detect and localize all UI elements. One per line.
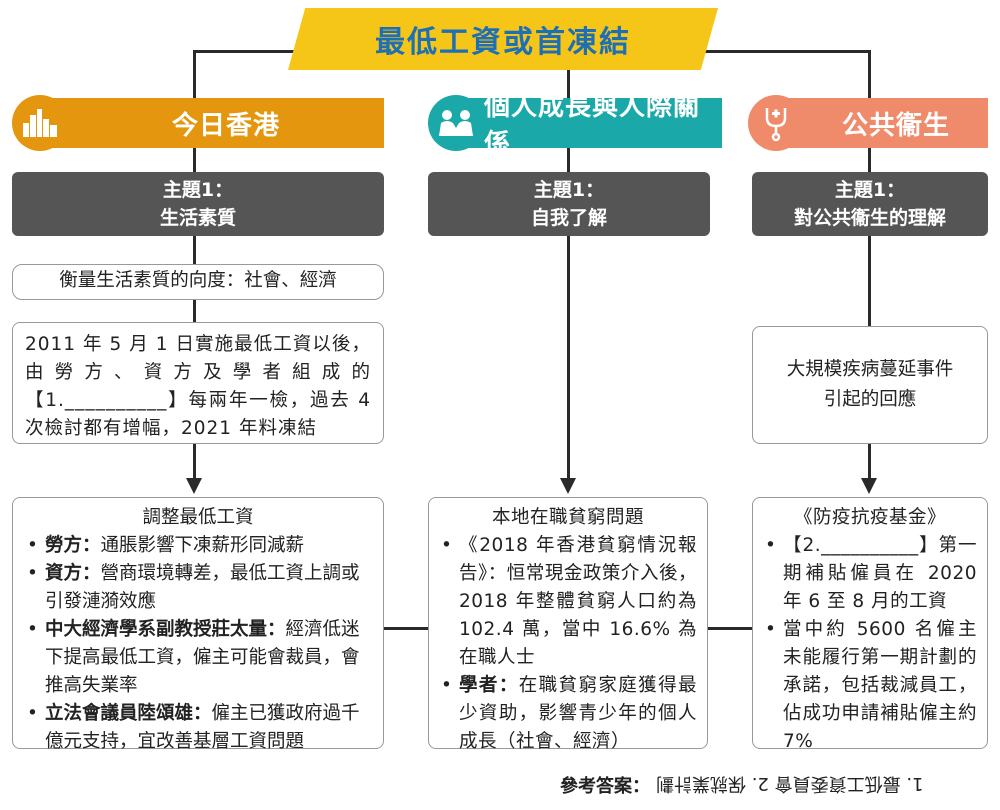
anti-epidemic-fund-box: 《防疫抗疫基金》 【2.__________】第一期補貼僱員在 2020 年 6…: [752, 497, 988, 752]
two-people-icon: [439, 110, 473, 136]
theme-box-public-health-understanding: 主題1： 對公共衞生的理解: [752, 172, 988, 236]
answer-label: 參考答案：: [560, 776, 650, 797]
working-poverty-box: 本地在職貧窮問題 《2018 年香港貧窮情況報告》：恒常現金政策介入後，2018…: [428, 497, 708, 752]
category-label: 公共衞生: [782, 98, 988, 148]
arrow-col2: [560, 478, 576, 494]
bullet-list: 勞方：通脹影響下凍薪形同減薪 資方：營商環境轉差，最低工資上調或引發漣漪效應 中…: [25, 532, 371, 756]
category-label: 今日香港: [46, 98, 384, 148]
connector-col3-b: [868, 236, 871, 326]
category-icon-circle: [12, 95, 68, 151]
adjust-minimum-wage-box: 調整最低工資 勞方：通脹影響下凍薪形同減薪 資方：營商環境轉差，最低工資上調或引…: [12, 497, 384, 752]
category-label: 個人成長與人際關係: [462, 92, 722, 159]
category-public-health: 公共衞生: [748, 95, 988, 151]
connector-col2-b: [567, 236, 570, 480]
bullet-label: 勞方：: [45, 535, 101, 556]
list-item: 中大經濟學系副教授莊太量：經濟低迷下提高最低工資，僱主可能會裁員，會推高失業率: [25, 616, 371, 700]
box-title: 本地在職貧窮問題: [491, 507, 644, 528]
bullet-label: 資方：: [45, 563, 101, 584]
connector-col1-d: [193, 444, 196, 480]
theme-line2: 對公共衞生的理解: [793, 207, 946, 229]
theme-line1: 主題1：: [533, 179, 605, 201]
theme-box-quality-of-life: 主題1： 生活素質: [12, 172, 384, 236]
connector-col1-a: [193, 148, 196, 174]
connector-col1-c: [193, 298, 196, 324]
page-title: 最低工資或首凍結: [288, 8, 718, 70]
connector-top-left-h: [193, 50, 303, 53]
category-hong-kong-today: 今日香港: [12, 95, 384, 151]
connector-top-mid-v: [567, 68, 570, 100]
theme-line1: 主題1：: [834, 179, 906, 201]
bullet-label: 立法會議員陸頌雄：: [45, 703, 212, 724]
connector-bottom-right: [706, 627, 754, 630]
bullet-list: 【2.__________】第一期補貼僱員在 2020 年 6 至 8 月的工資…: [763, 532, 977, 756]
category-icon-circle: [748, 95, 804, 151]
list-item: 《2018 年香港貧窮情況報告》：恒常現金政策介入後，2018 年整體貧窮人口約…: [439, 532, 697, 672]
bullet-text: 在職貧窮家庭獲得最少資助，影響青少年的個人成長（社會、經濟）: [459, 675, 697, 752]
box-title: 《防疫抗疫基金》: [793, 507, 946, 528]
bullet-text: 當中約 5600 名僱主未能履行第一期計劃的承諾，包括裁減員工，佔成功申請補貼僱…: [783, 619, 977, 752]
connector-col3-c: [868, 444, 871, 480]
theme-line1: 主題1：: [162, 179, 234, 201]
category-personal-growth: 個人成長與人際關係: [428, 92, 722, 159]
bullet-text: 通脹影響下凍薪形同減薪: [100, 535, 305, 556]
intro-line1: 大規模疾病蔓延事件: [786, 359, 954, 380]
city-skyline-icon: [23, 109, 57, 137]
box-title: 調整最低工資: [142, 507, 254, 528]
answer-flipped-text: 1. 最低工資委員會 2. 保就業計劃: [655, 773, 924, 794]
arrow-col3: [861, 478, 877, 494]
category-icon-circle: [428, 95, 484, 151]
intro-line2: 引起的回應: [823, 389, 917, 410]
bullet-text: 營商環境轉差，最低工資上調或引發漣漪效應: [45, 563, 360, 612]
arrow-col1: [186, 478, 202, 494]
connector-top-right-h: [705, 50, 871, 53]
dimension-box: 衡量生活素質的向度：社會、經濟: [12, 264, 384, 300]
list-item: 學者：在職貧窮家庭獲得最少資助，影響青少年的個人成長（社會、經濟）: [439, 672, 697, 756]
theme-box-self-understanding: 主題1： 自我了解: [428, 172, 710, 236]
bullet-label: 學者：: [459, 675, 519, 696]
stethoscope-icon: [765, 108, 787, 142]
connector-top-right-v: [868, 50, 871, 100]
theme-line2: 生活素質: [159, 207, 236, 229]
epidemic-response-box: 大規模疾病蔓延事件 引起的回應: [752, 326, 988, 444]
connector-col2-a: [567, 148, 570, 174]
minimum-wage-intro-box: 2011 年 5 月 1 日實施最低工資以後，由勞方、資方及學者組成的【1.__…: [12, 322, 384, 444]
list-item: 立法會議員陸頌雄：僱主已獲政府過千億元支持，宜改善基層工資問題: [25, 700, 371, 756]
reference-answer: 參考答案： 1. 最低工資委員會 2. 保就業計劃: [560, 772, 923, 798]
bullet-label: 中大經濟學系副教授莊太量：: [45, 619, 286, 640]
bullet-list: 《2018 年香港貧窮情況報告》：恒常現金政策介入後，2018 年整體貧窮人口約…: [439, 532, 697, 756]
list-item: 勞方：通脹影響下凍薪形同減薪: [25, 532, 371, 560]
connector-top-left-v: [193, 50, 196, 100]
list-item: 當中約 5600 名僱主未能履行第一期計劃的承諾，包括裁減員工，佔成功申請補貼僱…: [763, 616, 977, 756]
connector-col1-b: [193, 236, 196, 266]
theme-line2: 自我了解: [530, 207, 607, 229]
connector-col3-a: [868, 148, 871, 174]
bullet-text: 經濟低迷下提高最低工資，僱主可能會裁員，會推高失業率: [45, 619, 360, 696]
bullet-text: 僱主已獲政府過千億元支持，宜改善基層工資問題: [45, 703, 360, 752]
bullet-text: 【2.__________】第一期補貼僱員在 2020 年 6 至 8 月的工資: [783, 535, 977, 612]
list-item: 資方：營商環境轉差，最低工資上調或引發漣漪效應: [25, 560, 371, 616]
bullet-text: 《2018 年香港貧窮情況報告》：恒常現金政策介入後，2018 年整體貧窮人口約…: [459, 535, 697, 668]
list-item: 【2.__________】第一期補貼僱員在 2020 年 6 至 8 月的工資: [763, 532, 977, 616]
connector-bottom-left: [384, 627, 430, 630]
